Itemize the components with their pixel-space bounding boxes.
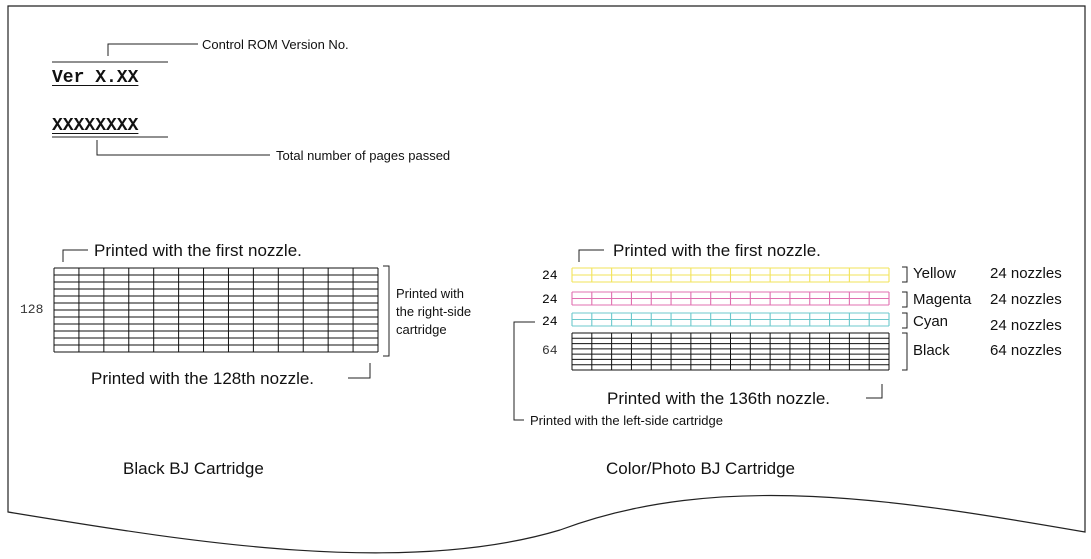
black-side-label-line3: cartridge <box>396 322 447 337</box>
color-cartridge-caption: Color/Photo BJ Cartridge <box>606 459 795 478</box>
black-last-nozzle-callout <box>348 363 371 379</box>
color-row-bracket-black <box>902 332 908 371</box>
black-first-nozzle-label: Printed with the first nozzle. <box>94 241 302 260</box>
color-row-bracket-yellow <box>902 266 908 283</box>
cyan-count: 24 <box>542 314 558 329</box>
version-callout-line <box>107 43 198 56</box>
black-color-label: Black <box>913 342 950 359</box>
pages-callout-line <box>96 140 270 156</box>
magenta-count: 24 <box>542 292 558 307</box>
color-row-bracket-cyan <box>902 312 908 329</box>
paper-outline <box>7 5 1086 554</box>
black-cartridge-caption: Black BJ Cartridge <box>123 459 264 478</box>
color-left-bracket <box>513 321 535 421</box>
color-first-nozzle-label: Printed with the first nozzle. <box>613 241 821 260</box>
cyan-label: Cyan <box>913 313 949 330</box>
black-count: 64 <box>542 343 558 358</box>
black-right-bracket <box>383 265 390 357</box>
color-side-label: Printed with the left-side cartridge <box>530 413 723 428</box>
magenta-label: Magenta <box>913 291 972 308</box>
version-text: Ver X.XX <box>52 68 139 88</box>
black-nozzle-grid <box>53 267 379 353</box>
black-first-nozzle-callout <box>62 249 88 262</box>
yellow-count: 24 <box>542 268 558 283</box>
color-last-nozzle-label: Printed with the 136th nozzle. <box>607 389 831 408</box>
black-nozzle-count: 128 <box>20 302 44 317</box>
black-last-nozzle-label: Printed with the 128th nozzle. <box>91 369 315 388</box>
black-side-label-line2: the right-side <box>396 304 472 319</box>
cyan-nozzles: 24 nozzles <box>990 317 1062 334</box>
version-callout-label: Control ROM Version No. <box>202 37 349 52</box>
yellow-nozzles: 24 nozzles <box>990 265 1062 282</box>
magenta-nozzles: 24 nozzles <box>990 291 1062 308</box>
color-first-nozzle-callout <box>578 249 604 262</box>
color-row-bracket-magenta <box>902 291 908 308</box>
color-nozzle-grid <box>571 267 890 371</box>
black-side-label-line1: Printed with <box>396 286 464 301</box>
color-last-nozzle-callout <box>866 384 883 399</box>
black-nozzles: 64 nozzles <box>990 342 1062 359</box>
yellow-label: Yellow <box>913 265 956 282</box>
pages-count-text: XXXXXXXX <box>52 116 139 136</box>
pages-callout-label: Total number of pages passed <box>276 148 451 163</box>
